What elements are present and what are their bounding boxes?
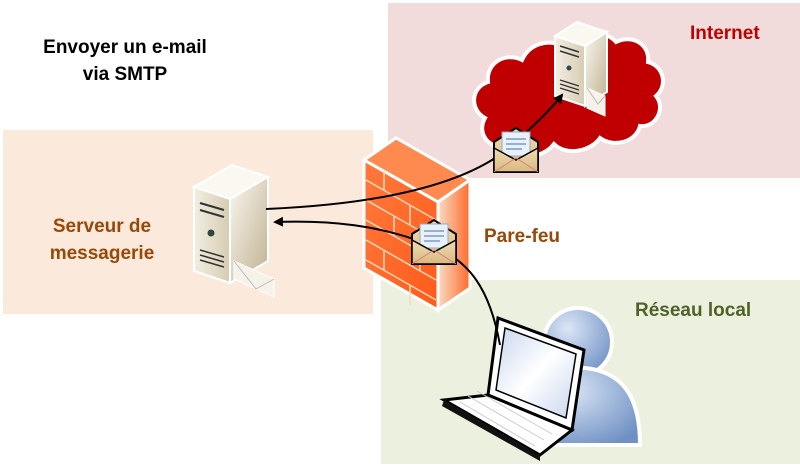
laptop-icon (439, 315, 586, 461)
label-local-network: Réseau local (635, 300, 752, 321)
label-mail-server-line-2: messagerie (49, 243, 155, 264)
envelope-icon (411, 218, 457, 265)
envelope-icon (586, 87, 606, 117)
label-mail-server-line-1: Serveur de (52, 216, 152, 237)
internet-server-icon (552, 20, 610, 117)
label-internet: Internet (690, 23, 760, 44)
firewall-icon (361, 136, 473, 313)
label-firewall: Pare-feu (484, 226, 561, 247)
title-line-1: Envoyer un e-mail (43, 37, 207, 58)
mail-server-icon (191, 163, 275, 298)
arrow-mail-to-internet (265, 93, 564, 210)
label-mail-server: Serveur de messagerie (22, 213, 182, 267)
diagram-title: Envoyer un e-mail via SMTP (30, 34, 220, 88)
envelope-icon (233, 260, 275, 298)
envelope-icon (493, 126, 539, 173)
title-line-2: via SMTP (82, 64, 168, 85)
